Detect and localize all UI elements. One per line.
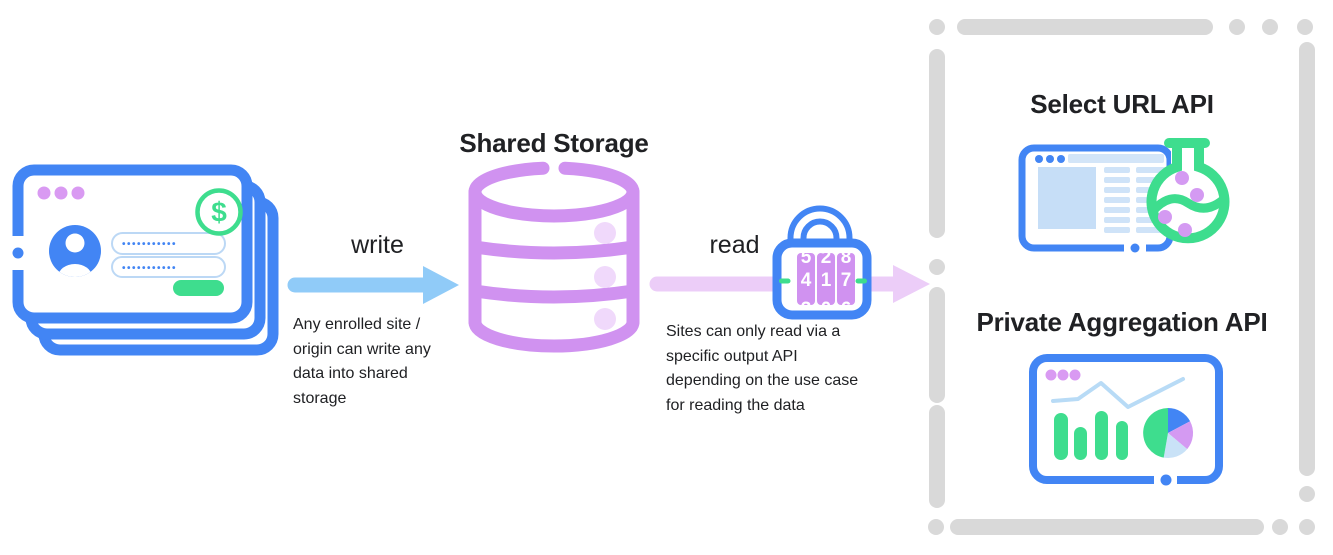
svg-text:6: 6	[841, 299, 852, 320]
password-field-1	[111, 232, 226, 255]
password-dots-2: •••••••••••	[122, 263, 177, 274]
text-lines	[1104, 167, 1166, 233]
content-block	[1038, 167, 1096, 229]
window-control-dots-icon	[37, 186, 85, 200]
bar-chart	[1054, 411, 1128, 460]
svg-text:5: 5	[801, 247, 812, 268]
private-aggregation-api-title: Private Aggregation API	[976, 307, 1268, 337]
password-field-2	[111, 256, 226, 278]
svg-text:3: 3	[801, 299, 812, 320]
svg-text:4: 4	[801, 270, 812, 291]
svg-text:0: 0	[821, 299, 832, 320]
flask-icon	[1146, 136, 1230, 244]
combination-lock-icon: 5 4 3 2 1 0 8 7 6	[772, 205, 872, 320]
dollar-symbol: $	[211, 197, 227, 228]
dollar-circle-icon: $	[195, 188, 243, 236]
window-control-dots-icon	[1035, 155, 1065, 163]
border-dash-dot	[12, 247, 24, 259]
shared-storage-title: Shared Storage	[459, 128, 649, 158]
svg-text:8: 8	[841, 247, 852, 268]
stacked-browser-windows-icon: ••••••••••• ••••••••••• $	[11, 164, 279, 356]
read-label: read	[709, 231, 760, 259]
user-avatar-icon	[49, 225, 101, 277]
right-arrow-blue	[287, 266, 459, 304]
svg-text:2: 2	[821, 247, 832, 268]
lock-dial	[817, 253, 835, 305]
pie-chart	[1143, 408, 1194, 458]
write-description: Any enrolled site / origin can write any…	[293, 316, 431, 407]
password-dots-1: •••••••••••	[122, 239, 177, 250]
lock-code: 5 4 3 2 1 0 8 7 6	[801, 247, 852, 320]
read-description: Sites can only read via a specific outpu…	[666, 323, 859, 414]
border-dash-dot	[1130, 243, 1140, 253]
lock-dial	[837, 253, 855, 305]
db-row-dot	[594, 308, 616, 330]
flask-bubbles	[1158, 171, 1204, 237]
browser-window-flask-icon	[1018, 136, 1230, 254]
db-row-dot	[594, 266, 616, 288]
green-submit-button	[173, 280, 224, 296]
window-control-dots-icon	[1045, 369, 1081, 381]
write-label: write	[351, 231, 404, 259]
dashboard-charts-icon	[1029, 354, 1223, 487]
db-row-dot	[594, 222, 616, 244]
svg-text:7: 7	[841, 270, 852, 291]
select-url-api-title: Select URL API	[1030, 89, 1214, 119]
dashed-boundary-border	[928, 19, 1315, 535]
lock-dial	[797, 253, 815, 305]
border-dash-dot	[1160, 474, 1172, 486]
database-icon	[468, 161, 640, 353]
svg-text:1: 1	[821, 270, 832, 291]
line-chart	[1051, 377, 1185, 409]
